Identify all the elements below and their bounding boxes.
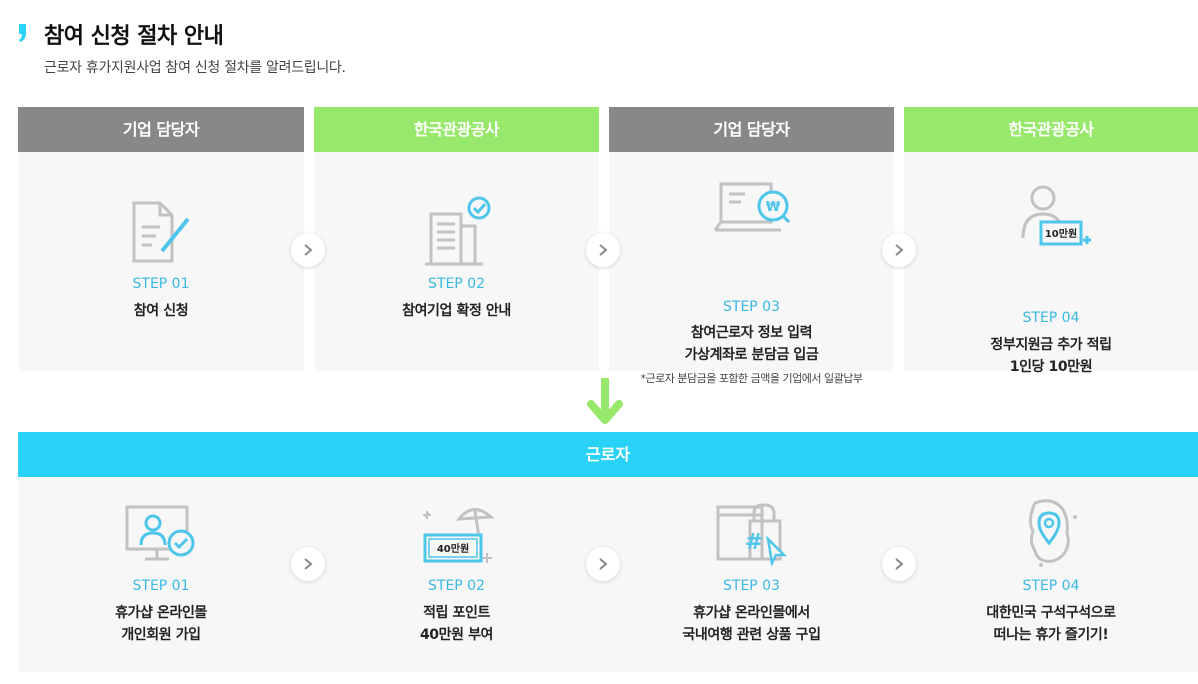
monitor-user-check-icon: [125, 505, 195, 561]
chevron-right-icon: [599, 558, 608, 570]
next-arrow-button[interactable]: [586, 547, 620, 581]
next-arrow-button[interactable]: [882, 547, 916, 581]
chevron-right-icon: [599, 244, 608, 256]
step-number: STEP 02: [428, 276, 485, 292]
step-header: 한국관광공사: [314, 107, 599, 152]
next-arrow-button[interactable]: [291, 233, 325, 267]
step-number: STEP 01: [132, 276, 190, 292]
company-step-1: 기업 담당자 STEP 01 참여 신청: [18, 107, 304, 371]
step-note: *근로자 분담금을 포함한 금액을 기업에서 일괄납부: [640, 372, 863, 385]
worker-steps: STEP 01 휴가샵 온라인몰 개인회원 가입 40만원 STEP 02 적립…: [18, 477, 1198, 672]
step-number: STEP 01: [132, 578, 190, 594]
worker-step-2: 40만원 STEP 02 적립 포인트 40만원 부여: [314, 477, 599, 672]
next-arrow-button[interactable]: [291, 547, 325, 581]
step-number: STEP 02: [428, 578, 485, 594]
company-step-4: 한국관광공사 10만원 STEP 04 정부지원금 추가 적립 1인당 10만원: [904, 107, 1198, 375]
step-text: 참여기업 확정 안내: [402, 303, 511, 319]
korea-map-pin-icon: [1028, 499, 1077, 567]
step-text: 정부지원금 추가 적립 1인당 10만원: [990, 337, 1112, 375]
step-number: STEP 03: [723, 578, 780, 594]
chevron-right-icon: [304, 558, 313, 570]
worker-step-4: STEP 04 대한민국 구석구석으로 떠나는 휴가 즐기기!: [904, 477, 1198, 672]
step-text: 참여근로자 정보 입력 가상계좌로 분담금 입금: [684, 325, 819, 363]
step-header: 기업 담당자: [18, 107, 304, 152]
step-text: 휴가샵 온라인몰에서 국내여행 관련 상품 구입: [682, 605, 821, 643]
worker-header: 근로자: [18, 432, 1198, 477]
worker-step-1: STEP 01 휴가샵 온라인몰 개인회원 가입: [18, 477, 304, 672]
document-pen-icon: [132, 201, 190, 263]
card-umbrella-icon: 40만원: [422, 508, 495, 563]
company-step-3: 기업 담당자 ₩ STEP 03 참여근로자 정보 입력 가상계좌로 분담금 입…: [609, 107, 894, 385]
svg-text:#: #: [744, 530, 762, 555]
laptop-won-icon: ₩: [713, 182, 790, 232]
points-amount-label: 40만원: [436, 542, 468, 555]
step-text: 휴가샵 온라인몰 개인회원 가입: [115, 605, 207, 643]
step-header: 기업 담당자: [609, 107, 894, 152]
page-title: 참여 신청 절차 안내: [44, 24, 224, 49]
step-text: 참여 신청: [133, 303, 189, 319]
chevron-right-icon: [895, 244, 904, 256]
person-bonus-icon: 10만원: [1021, 185, 1091, 246]
step-number: STEP 03: [723, 299, 780, 315]
next-arrow-button[interactable]: [586, 233, 620, 267]
shopping-hashtag-icon: #: [716, 503, 787, 567]
down-arrow-icon: [587, 378, 623, 424]
chevron-right-icon: [895, 558, 904, 570]
step-header: 한국관광공사: [904, 107, 1198, 152]
svg-text:₩: ₩: [765, 200, 780, 215]
next-arrow-button[interactable]: [882, 233, 916, 267]
bonus-amount-label: 10만원: [1045, 227, 1077, 240]
chevron-right-icon: [304, 244, 313, 256]
page-subtitle: 근로자 휴가지원사업 참여 신청 절차를 알려드립니다.: [44, 60, 346, 76]
building-check-icon: [424, 196, 490, 266]
step-number: STEP 04: [1022, 578, 1080, 594]
worker-step-3: # STEP 03 휴가샵 온라인몰에서 국내여행 관련 상품 구입: [609, 477, 894, 672]
step-text: 대한민국 구석구석으로 떠나는 휴가 즐기기!: [986, 605, 1116, 643]
step-text: 적립 포인트 40만원 부여: [419, 605, 494, 643]
quote-mark-icon: [19, 24, 26, 42]
company-step-2: 한국관광공사 STEP 02 참여기업 확정 안내: [314, 107, 599, 371]
step-number: STEP 04: [1022, 310, 1080, 326]
